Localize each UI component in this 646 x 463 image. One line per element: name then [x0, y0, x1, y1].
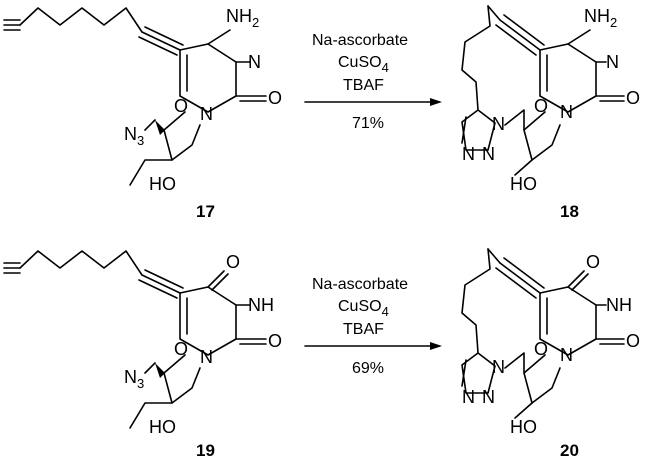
carbonyl-o-label: O [268, 88, 282, 108]
carbonyl-o-label: O [626, 331, 640, 351]
n1-label: N [560, 102, 573, 122]
sugar-ring [523, 111, 561, 161]
internal-alkyne-bond [499, 19, 541, 51]
nh-label: NH [606, 295, 632, 315]
c4-oxo-label: O [586, 252, 600, 272]
ring-oxygen-label: O [174, 96, 188, 116]
triazole-ring [461, 109, 496, 151]
compound-19: O NH N O N3 O HO 19 [3, 250, 282, 460]
reagent-1: Na-ascorbate [312, 32, 408, 49]
ring-nitrogen-label: N [606, 52, 619, 72]
triazole-n3-label: N [462, 144, 475, 164]
pyrimidine-ring [179, 286, 237, 356]
amine-label: NH2 [584, 6, 617, 30]
reagent-2: CuSO4 [338, 298, 389, 319]
triazole-ring [461, 352, 496, 394]
compound-number: 18 [560, 202, 579, 221]
pyrimidine-ring [179, 43, 237, 113]
reaction-1: NH2 N N O N3 O HO 17 Na-ascorbate CuSO4 … [3, 5, 640, 221]
sugar-ring [163, 354, 201, 404]
stereo-wedge [155, 363, 165, 378]
azide-label: N3 [124, 367, 144, 391]
reagent-3: TBAF [343, 321, 384, 338]
triazole-n3-label: N [462, 387, 475, 407]
carbonyl-o-label: O [268, 331, 282, 351]
c4-oxo-label: O [226, 252, 240, 272]
compound-number: 19 [196, 441, 215, 460]
amine-label: NH2 [226, 6, 259, 30]
carbonyl-o-label: O [626, 88, 640, 108]
reagent-1: Na-ascorbate [312, 276, 408, 293]
azide-label: N3 [124, 124, 144, 148]
stereo-wedge [155, 120, 165, 135]
reaction-arrow-1: Na-ascorbate CuSO4 TBAF 71% [304, 32, 442, 132]
ring-oxygen-label: O [174, 339, 188, 359]
hydroxyl-label: HO [149, 417, 176, 437]
internal-alkyne-bond [141, 274, 181, 294]
reagent-2: CuSO4 [338, 54, 389, 75]
alkyl-chain [19, 7, 143, 33]
triazole-n1-label: N [492, 357, 505, 377]
alkyl-chain [19, 250, 143, 276]
reaction-arrow-2: Na-ascorbate CuSO4 TBAF 69% [304, 276, 442, 377]
sugar-ring [163, 111, 201, 161]
compound-number: 17 [196, 202, 215, 221]
internal-alkyne-bond [141, 31, 181, 51]
n1-label: N [560, 345, 573, 365]
hydroxyl-label: HO [510, 417, 537, 437]
hydroxyl-label: HO [149, 174, 176, 194]
hydroxyl-label: HO [510, 174, 537, 194]
compound-17: NH2 N N O N3 O HO 17 [3, 6, 282, 221]
compound-number: 20 [560, 441, 579, 460]
reagent-3: TBAF [343, 77, 384, 94]
ring-oxygen-label: O [534, 339, 548, 359]
triazole-n1-label: N [492, 114, 505, 134]
n1-label: N [200, 104, 213, 124]
internal-alkyne-bond [499, 262, 541, 294]
compound-18: NH2 N N O N N N O HO 18 [461, 5, 640, 221]
triazole-n2-label: N [482, 387, 495, 407]
yield: 69% [352, 360, 384, 377]
triazole-n2-label: N [482, 144, 495, 164]
ring-oxygen-label: O [534, 96, 548, 116]
reaction-2: O NH N O N3 O HO 19 Na-ascorbate CuSO4 T… [3, 248, 640, 460]
yield: 71% [352, 115, 384, 132]
macrocycle-chain [461, 248, 491, 354]
ring-nitrogen-label: N [248, 52, 261, 72]
nh-label: NH [248, 295, 274, 315]
sugar-ring [523, 354, 561, 404]
macrocycle-chain [461, 5, 491, 111]
n1-label: N [200, 347, 213, 367]
compound-20: O NH N O N N N O HO 20 [461, 248, 640, 460]
